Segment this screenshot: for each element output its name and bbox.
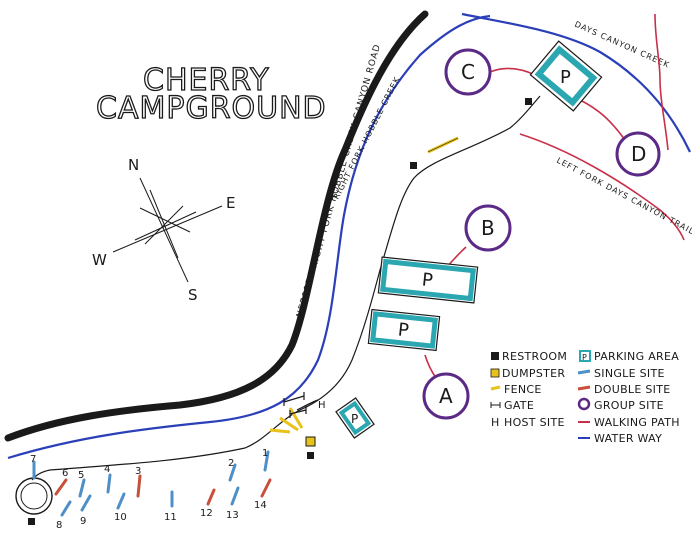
site-14-marker [260,478,272,498]
group-site-b: B [464,204,512,252]
legend-host-icon: H [491,416,500,429]
site-6-number: 6 [62,468,68,479]
title-line-1: CHERRY [143,63,270,98]
legend-fence-icon [490,385,501,391]
gate-2 [289,406,307,418]
legend: RESTROOM DUMPSTER FENCE GATE H HOST SITE… [490,350,680,445]
site-1-marker [263,450,270,472]
site-11-number: 11 [164,512,177,523]
parking-label-upper: P [421,269,434,291]
legend-single-label: SINGLE SITE [594,367,665,380]
parking-area-lower: P [367,308,441,352]
legend-double-label: DOUBLE SITE [594,383,671,396]
site-5-number: 5 [78,470,84,481]
host-spur [296,399,319,411]
site-4-number: 4 [104,464,110,475]
site-13-marker [230,486,240,506]
group-site-c: C [444,48,492,96]
site-8-marker [60,500,72,517]
site-2-marker [228,463,237,482]
parking-area-entrance: P [335,397,375,439]
legend-restroom-label: RESTROOM [502,350,567,363]
site-13-number: 13 [226,510,239,521]
restroom-entrance [307,452,314,459]
compass-north: N [128,156,139,174]
group-site-b-label: B [481,216,495,240]
site-5-marker [78,478,86,498]
legend-parking-label: PARKING AREA [594,350,679,363]
campsites [32,450,272,517]
walking-paths [424,67,685,379]
legend-parking-icon: P [579,350,591,362]
site-7-number: 7 [30,454,36,465]
parking-label-entrance: P [351,412,358,426]
fence-upper [427,136,459,154]
restroom-loop [28,518,35,525]
main-road [4,10,429,442]
compass-south: S [188,286,198,304]
site-10-number: 10 [114,512,127,523]
fences-entrance [269,407,304,434]
site-2-number: 2 [228,458,234,469]
legend-group-icon [577,397,591,411]
host-site-marker: H [318,400,326,411]
parking-area-upper: P [377,256,479,304]
right-fork-creek [7,14,491,460]
site-9-marker [80,494,92,512]
site-3-number: 3 [135,466,141,477]
site-9-number: 9 [80,516,86,527]
site-3-marker [136,474,142,498]
parking-area-top: P [529,40,603,112]
restroom-top [525,98,532,105]
title-line-2: CAMPGROUND [96,91,327,126]
legend-double-icon [577,385,591,391]
days-canyon-creek-tributary [654,13,669,151]
turnaround-island [20,482,48,510]
legend-water-label: WATER WAY [594,432,662,445]
site-12-marker [206,488,216,506]
legend-dumpster-icon [490,368,500,378]
site-1-number: 1 [262,448,268,459]
compass-west: W [92,251,107,269]
dumpster-entrance [305,436,316,447]
group-site-a-label: A [439,384,453,408]
legend-dumpster-label: DUMPSTER [502,367,565,380]
legend-single-icon [577,369,591,375]
legend-restroom-icon [491,352,499,360]
parking-label-top: P [560,67,571,88]
restroom-middle [410,162,417,169]
compass-east: E [226,194,235,212]
group-site-d: D [615,131,661,177]
parking-label-lower: P [397,319,410,341]
legend-group-label: GROUP SITE [594,399,664,412]
legend-gate-icon [490,402,501,408]
site-numbers: 1 2 3 4 5 6 7 8 9 10 11 12 13 14 [30,448,268,531]
campground-road [31,95,541,481]
group-site-a: A [422,372,470,420]
legend-gate-label: GATE [504,399,534,412]
site-6-marker [54,478,68,496]
site-14-number: 14 [254,500,267,511]
legend-host-label: HOST SITE [504,416,565,429]
site-12-number: 12 [200,508,213,519]
days-canyon-creek [461,12,691,153]
svg-text:P: P [582,353,587,362]
site-8-number: 8 [56,520,62,531]
legend-fence-label: FENCE [504,383,542,396]
site-4-marker [106,473,112,494]
compass-rose [112,177,223,283]
group-site-c-label: C [461,60,475,84]
legend-path-label: WALKING PATH [594,416,680,429]
group-site-d-label: D [631,142,646,166]
site-10-marker [116,492,126,510]
gate-1 [283,392,305,406]
